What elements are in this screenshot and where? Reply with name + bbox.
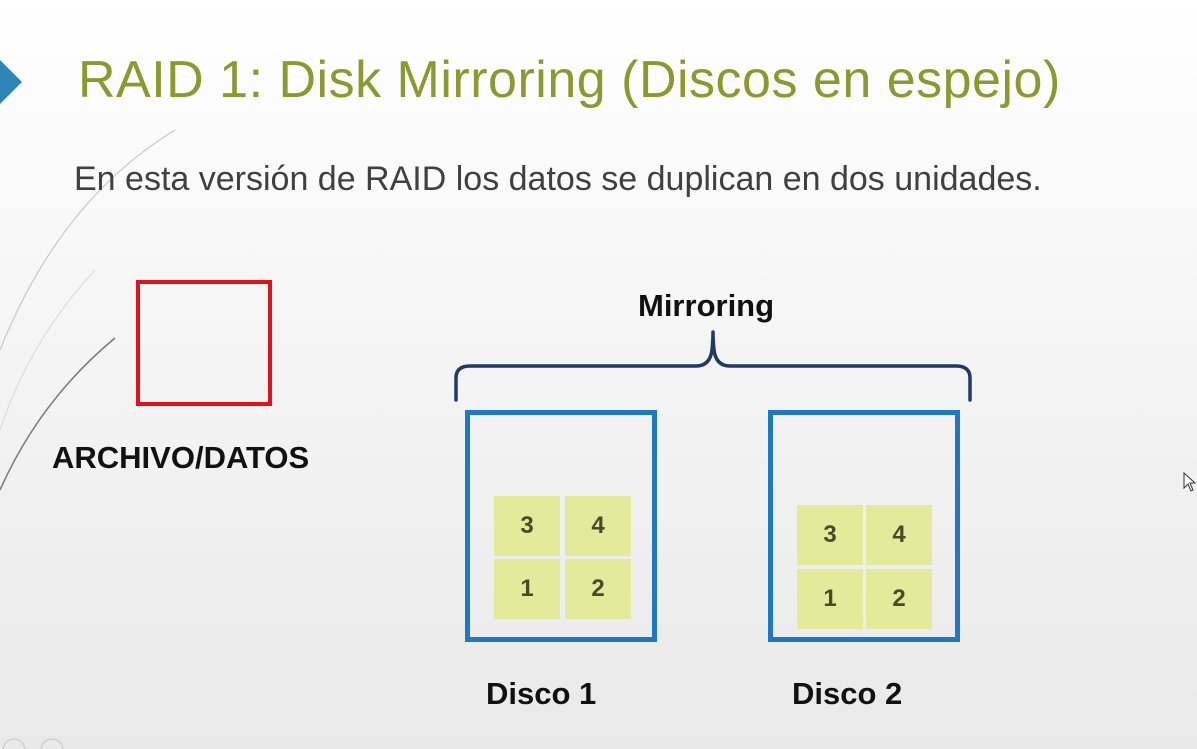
file-data-box [136, 280, 272, 406]
data-block: 1 [797, 569, 863, 629]
mouse-pointer-icon [1183, 472, 1197, 492]
mirroring-brace [454, 330, 972, 402]
file-data-label: ARCHIVO/DATOS [52, 440, 310, 475]
disk-2: 3 4 1 2 [768, 410, 960, 642]
data-block: 4 [866, 505, 932, 565]
disk-1: 3 4 1 2 [465, 410, 657, 642]
disk-2-label: Disco 2 [792, 676, 903, 711]
slide-title: RAID 1: Disk Mirroring (Discos en espejo… [78, 51, 1061, 109]
mirroring-label: Mirroring [638, 288, 775, 323]
slide-controls-icon[interactable] [0, 736, 80, 749]
data-block: 4 [565, 496, 631, 556]
data-block: 3 [494, 496, 560, 556]
data-block: 1 [494, 559, 560, 619]
data-block: 3 [797, 505, 863, 565]
slide-subtitle: En esta versión de RAID los datos se dup… [74, 160, 1042, 198]
disk-1-label: Disco 1 [486, 676, 597, 711]
data-block: 2 [565, 559, 631, 619]
data-block: 2 [866, 569, 932, 629]
triangle-right-icon[interactable] [0, 60, 22, 104]
